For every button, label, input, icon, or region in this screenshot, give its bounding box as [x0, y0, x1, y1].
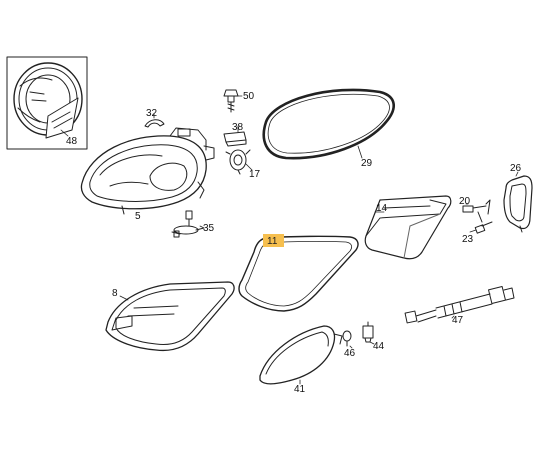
label-48: 48 [66, 136, 78, 147]
highlight-box-11 [263, 234, 284, 247]
part-11-gasket[interactable] [238, 235, 359, 312]
part-17-adjuster[interactable] [225, 149, 251, 175]
label-47: 47 [452, 315, 464, 326]
label-14: 14 [376, 203, 388, 214]
part-48-inset-headlamp[interactable] [6, 56, 88, 150]
part-23-bulb-holder[interactable] [474, 221, 493, 234]
part-46-bulb[interactable] [342, 330, 352, 347]
label-11: 11 [267, 236, 278, 247]
part-14-side-lamp[interactable] [364, 195, 452, 260]
label-29: 29 [361, 158, 373, 169]
part-38-bracket[interactable] [223, 131, 247, 147]
part-5-headlamp[interactable] [80, 127, 215, 215]
label-35: 35 [203, 223, 215, 234]
part-20-fitting[interactable] [462, 199, 491, 223]
label-26: 26 [510, 163, 522, 174]
part-44-socket[interactable] [362, 321, 374, 343]
label-20: 20 [459, 196, 471, 207]
label-17: 17 [249, 169, 261, 180]
label-50: 50 [243, 91, 255, 102]
part-32-clip[interactable] [144, 119, 165, 128]
part-35-adjuster-screw[interactable] [171, 210, 205, 238]
part-labels: 48 32 50 38 17 29 5 35 14 20 26 23 11 8 … [66, 91, 522, 395]
label-46: 46 [344, 348, 356, 359]
part-47-cable[interactable] [404, 286, 515, 324]
label-23: 23 [462, 234, 474, 245]
label-5: 5 [135, 211, 141, 222]
label-44: 44 [373, 341, 385, 352]
part-26-reflector[interactable] [503, 175, 533, 233]
part-8-lens[interactable] [105, 281, 235, 352]
label-8: 8 [112, 288, 118, 299]
label-41: 41 [294, 384, 306, 395]
part-29-gasket[interactable] [262, 88, 395, 160]
part-50-screw[interactable] [223, 89, 239, 113]
label-38: 38 [232, 122, 244, 133]
label-32: 32 [146, 108, 158, 119]
leader-lines [60, 95, 519, 385]
part-41-lens[interactable] [259, 325, 343, 385]
